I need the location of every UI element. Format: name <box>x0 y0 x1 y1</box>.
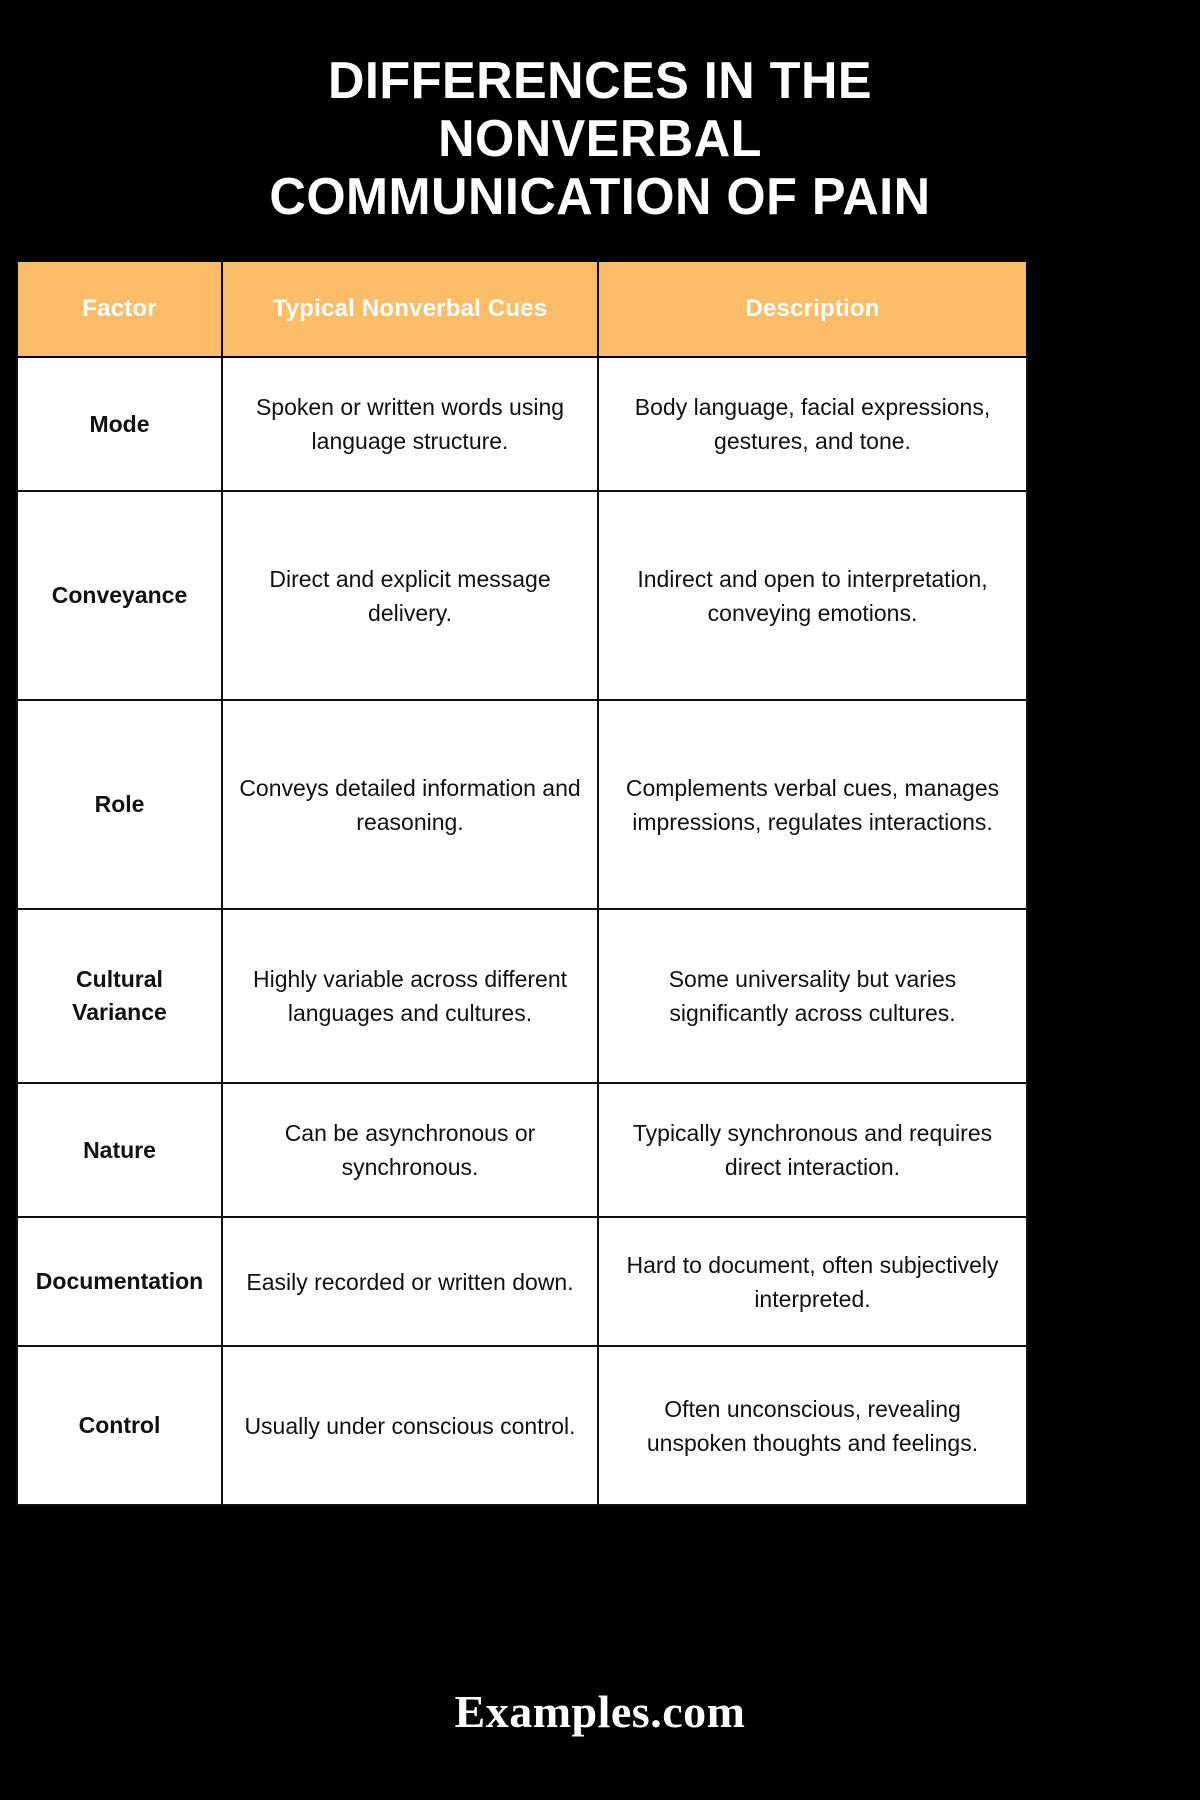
cell-cues: Easily recorded or written down. <box>221 1216 599 1347</box>
cell-factor: Control <box>16 1345 223 1506</box>
table-header: Factor Typical Nonverbal Cues Descriptio… <box>16 260 1028 358</box>
footer: Examples.com <box>0 1622 1200 1800</box>
table-row: Role Conveys detailed information and re… <box>16 699 1028 910</box>
cell-cues: Highly variable across different languag… <box>221 908 599 1084</box>
cell-description: Some universality but varies significant… <box>597 908 1028 1084</box>
cell-cues: Direct and explicit message delivery. <box>221 490 599 701</box>
comparison-table-wrapper: Factor Typical Nonverbal Cues Descriptio… <box>16 260 1028 1506</box>
table-row: Control Usually under conscious control.… <box>16 1345 1028 1506</box>
table-header-row: Factor Typical Nonverbal Cues Descriptio… <box>16 260 1028 358</box>
table-row: Mode Spoken or written words using langu… <box>16 356 1028 492</box>
cell-description: Indirect and open to interpretation, con… <box>597 490 1028 701</box>
cell-factor: Documentation <box>16 1216 223 1347</box>
cell-factor: Mode <box>16 356 223 492</box>
cell-cues: Usually under conscious control. <box>221 1345 599 1506</box>
column-header-factor: Factor <box>16 260 223 358</box>
cell-description: Typically synchronous and requires direc… <box>597 1082 1028 1218</box>
page-title: DIFFERENCES IN THE NONVERBAL COMMUNICATI… <box>0 0 1200 226</box>
page-title-line-2: NONVERBAL <box>438 110 762 168</box>
table-row: Documentation Easily recorded or written… <box>16 1216 1028 1347</box>
cell-description: Often unconscious, revealing unspoken th… <box>597 1345 1028 1506</box>
cell-factor: Nature <box>16 1082 223 1218</box>
cell-cues: Conveys detailed information and reasoni… <box>221 699 599 910</box>
table-row: Conveyance Direct and explicit message d… <box>16 490 1028 701</box>
table-body: Mode Spoken or written words using langu… <box>16 356 1028 1506</box>
column-header-description: Description <box>597 260 1028 358</box>
cell-factor: Cultural Variance <box>16 908 223 1084</box>
brand-name: Examples.com <box>454 1685 746 1737</box>
cell-factor: Conveyance <box>16 490 223 701</box>
page-title-line-1: DIFFERENCES IN THE <box>327 52 872 110</box>
page-title-line-3: COMMUNICATION OF PAIN <box>269 168 931 226</box>
cell-description: Hard to document, often subjectively int… <box>597 1216 1028 1347</box>
table-row: Nature Can be asynchronous or synchronou… <box>16 1082 1028 1218</box>
comparison-table: Factor Typical Nonverbal Cues Descriptio… <box>16 260 1028 1506</box>
column-header-typical-nonverbal-cues: Typical Nonverbal Cues <box>221 260 599 358</box>
cell-cues: Spoken or written words using language s… <box>221 356 599 492</box>
table-row: Cultural Variance Highly variable across… <box>16 908 1028 1084</box>
cell-description: Body language, facial expressions, gestu… <box>597 356 1028 492</box>
cell-factor: Role <box>16 699 223 910</box>
cell-cues: Can be asynchronous or synchronous. <box>221 1082 599 1218</box>
cell-description: Complements verbal cues, manages impress… <box>597 699 1028 910</box>
